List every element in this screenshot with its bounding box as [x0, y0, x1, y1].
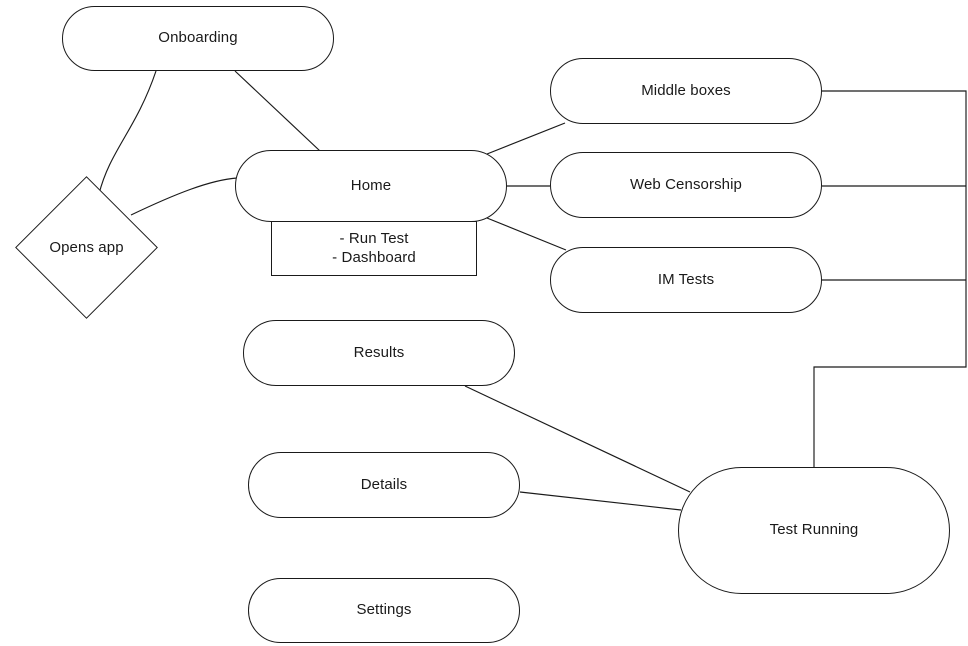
node-home[interactable]: Home: [235, 150, 507, 222]
node-settings-label: Settings: [356, 601, 412, 619]
node-opens-app[interactable]: Opens app: [1, 175, 172, 319]
edge-home-to-middle-boxes: [481, 122, 566, 157]
edge-onboarding-to-opens-app: [98, 70, 157, 195]
node-home-label: Home: [350, 176, 392, 194]
node-settings[interactable]: Settings: [248, 578, 520, 643]
node-test-running-label: Test Running: [769, 521, 859, 539]
node-middle-boxes[interactable]: Middle boxes: [550, 58, 822, 124]
node-opens-app-label: Opens app: [49, 238, 124, 256]
node-results[interactable]: Results: [243, 320, 515, 386]
edge-onboarding-to-home: [234, 70, 321, 152]
node-onboarding[interactable]: Onboarding: [62, 6, 334, 71]
node-web-censorship-label: Web Censorship: [629, 175, 742, 193]
edge-home-to-im-tests: [481, 215, 567, 251]
edge-results-to-test-running: [464, 385, 691, 493]
node-details[interactable]: Details: [248, 452, 520, 518]
node-home-actions[interactable]: - Run Test - Dashboard: [271, 221, 477, 276]
node-results-label: Results: [353, 343, 405, 361]
node-im-tests-label: IM Tests: [657, 270, 715, 288]
node-onboarding-label: Onboarding: [158, 29, 238, 47]
node-test-running[interactable]: Test Running: [678, 467, 950, 594]
edge-opens-app-to-home: [130, 177, 238, 216]
node-web-censorship[interactable]: Web Censorship: [550, 152, 822, 218]
edge-details-to-test-running: [519, 491, 682, 511]
node-middle-boxes-label: Middle boxes: [641, 81, 731, 99]
node-details-label: Details: [360, 475, 408, 493]
node-im-tests[interactable]: IM Tests: [550, 247, 822, 313]
node-home-actions-label: - Run Test - Dashboard: [332, 229, 416, 266]
edge-middle-boxes-to-bus: [813, 90, 967, 467]
